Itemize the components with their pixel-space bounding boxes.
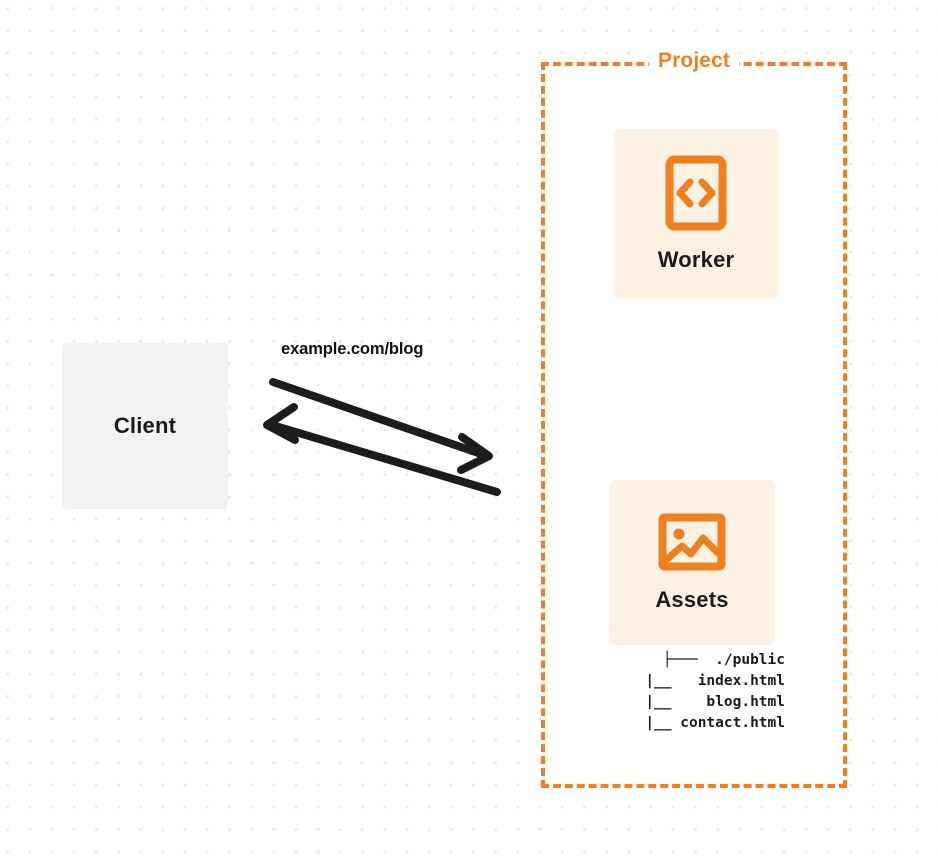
assets-file-tree: ├─── ./public |__ index.html |__ blog.html… — [575, 650, 785, 734]
image-icon — [658, 513, 726, 571]
worker-card[interactable]: Worker — [613, 129, 779, 299]
request-url-label: example.com/blog — [281, 340, 424, 358]
client-node-label: Client — [113, 413, 177, 438]
worker-card-label: Worker — [657, 247, 735, 272]
file-tree-line: |__ blog.html — [645, 694, 785, 710]
client-node[interactable]: Client — [62, 343, 228, 509]
assets-card[interactable]: Assets — [609, 480, 775, 645]
response-arrow — [263, 403, 501, 496]
file-tree-line: |__ index.html — [645, 673, 785, 689]
assets-card-label: Assets — [655, 586, 729, 612]
code-brackets-icon — [665, 155, 727, 231]
project-title-text: Project — [649, 49, 739, 72]
file-tree-line: |__ contact.html — [645, 715, 785, 731]
file-tree-line: ├─── ./public — [662, 652, 785, 668]
request-arrow — [269, 378, 493, 474]
project-title-label: Project — [541, 49, 847, 73]
